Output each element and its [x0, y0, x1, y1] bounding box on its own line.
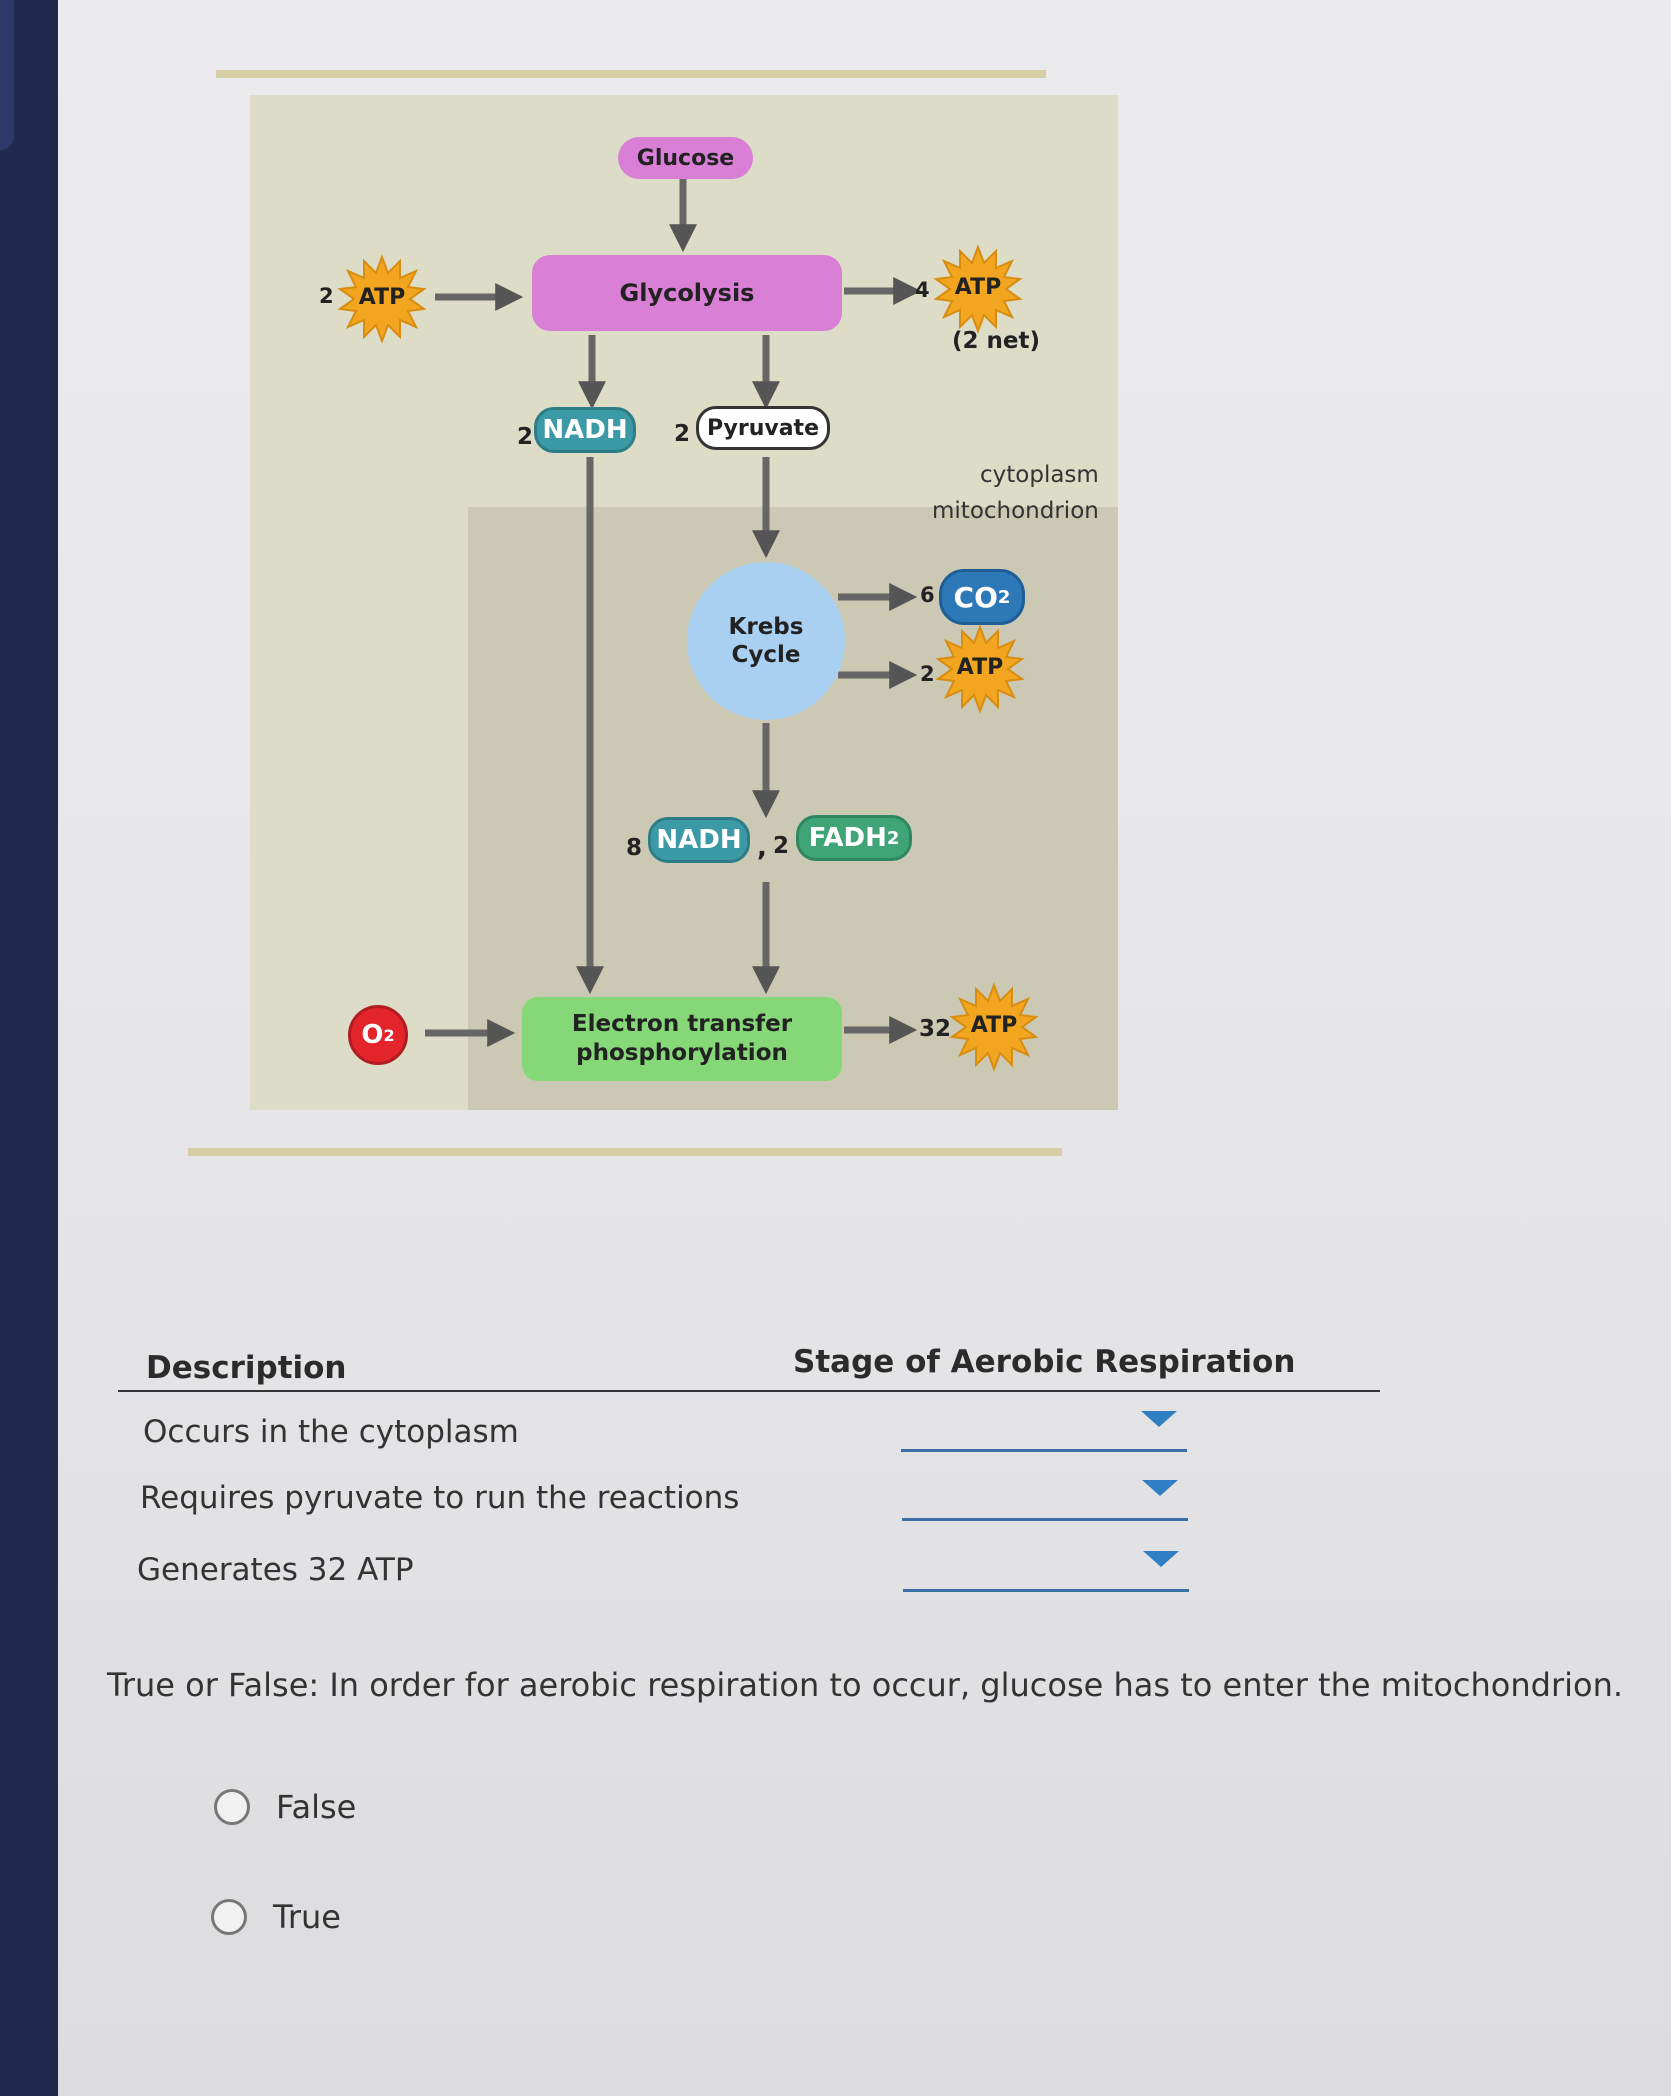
diagram-bottom-rule: [188, 1148, 1062, 1156]
atp-burst-icon: [935, 624, 1025, 714]
stage-dropdown-1[interactable]: [901, 1405, 1187, 1452]
atp-burst-icon: [337, 254, 427, 344]
atp-in-burst: ATP: [334, 249, 430, 345]
atp-burst-icon: [949, 982, 1039, 1072]
atp-net-note: (2 net): [952, 328, 1041, 354]
option-false-label: False: [276, 1788, 357, 1826]
atp-krebs-burst: ATP: [932, 619, 1028, 715]
nadh-glycolysis-pill: NADH: [534, 407, 636, 453]
electron-transfer-box: Electron transfer phosphorylation: [522, 997, 842, 1081]
atp-in-count: 2: [319, 284, 334, 308]
co2-label: CO: [953, 580, 998, 614]
etc-label-line1: Electron transfer: [571, 1011, 793, 1037]
chevron-down-icon: [1142, 1480, 1178, 1496]
nadh-glycolysis-count: 2: [517, 424, 534, 450]
atp-etc-count: 32: [919, 1016, 952, 1042]
radio-true[interactable]: [211, 1899, 247, 1935]
description-column-header: Description: [146, 1350, 347, 1386]
atp-etc-burst: ATP: [946, 977, 1042, 1073]
mitochondrion-label: mitochondrion: [932, 498, 1099, 524]
pyruvate-count: 2: [674, 421, 691, 447]
fadh-subscript: 2: [886, 827, 900, 849]
stage-dropdown-3[interactable]: [903, 1545, 1189, 1592]
co2-subscript: 2: [997, 586, 1011, 608]
chevron-down-icon: [1143, 1551, 1179, 1567]
arrow-layer: [425, 179, 922, 1047]
cytoplasm-label: cytoplasm: [980, 462, 1099, 488]
monitor-bezel: [0, 0, 58, 2096]
o2-label: O: [361, 1020, 384, 1050]
atp-in-label: ATP: [358, 284, 406, 310]
atp-burst-icon: [933, 244, 1023, 334]
atp-glycolysis-burst: ATP: [930, 239, 1026, 335]
option-false[interactable]: False: [214, 1788, 356, 1826]
atp-glycolysis-count: 4: [915, 278, 930, 302]
o2-subscript: 2: [383, 1025, 395, 1045]
atp-krebs-count: 2: [920, 662, 935, 686]
stage-column-header: Stage of Aerobic Respiration: [793, 1344, 1296, 1380]
option-true[interactable]: True: [211, 1898, 341, 1936]
etc-label-line2: phosphorylation: [576, 1040, 788, 1066]
nadh-fadh-separator: ,: [757, 833, 767, 863]
glycolysis-box: Glycolysis: [532, 255, 842, 331]
nadh-krebs-count: 8: [626, 835, 643, 861]
pyruvate-pill: Pyruvate: [696, 406, 830, 450]
krebs-label-line1: Krebs: [728, 614, 804, 640]
co2-count: 6: [920, 583, 935, 607]
chevron-down-icon: [1141, 1411, 1177, 1427]
true-false-question: True or False: In order for aerobic resp…: [107, 1666, 1624, 1704]
glucose-label: Glucose: [618, 137, 753, 179]
atp-krebs-label: ATP: [956, 654, 1004, 680]
radio-false[interactable]: [214, 1789, 250, 1825]
description-row-3: Generates 32 ATP: [137, 1552, 414, 1588]
option-true-label: True: [273, 1898, 341, 1936]
table-header-rule: [118, 1390, 1380, 1392]
atp-etc-label: ATP: [970, 1012, 1018, 1038]
description-row-2: Requires pyruvate to run the reactions: [140, 1480, 740, 1516]
stage-dropdown-2[interactable]: [902, 1474, 1188, 1521]
krebs-label-line2: Cycle: [731, 642, 801, 668]
bezel-glare: [0, 0, 14, 150]
diagram-top-rule: [216, 70, 1046, 78]
description-row-1: Occurs in the cytoplasm: [143, 1414, 519, 1450]
fadh-count: 2: [773, 833, 790, 859]
atp-glycolysis-label: ATP: [954, 274, 1002, 300]
fadh-label: FADH: [808, 823, 887, 853]
nadh-krebs-pill: NADH: [648, 817, 750, 863]
